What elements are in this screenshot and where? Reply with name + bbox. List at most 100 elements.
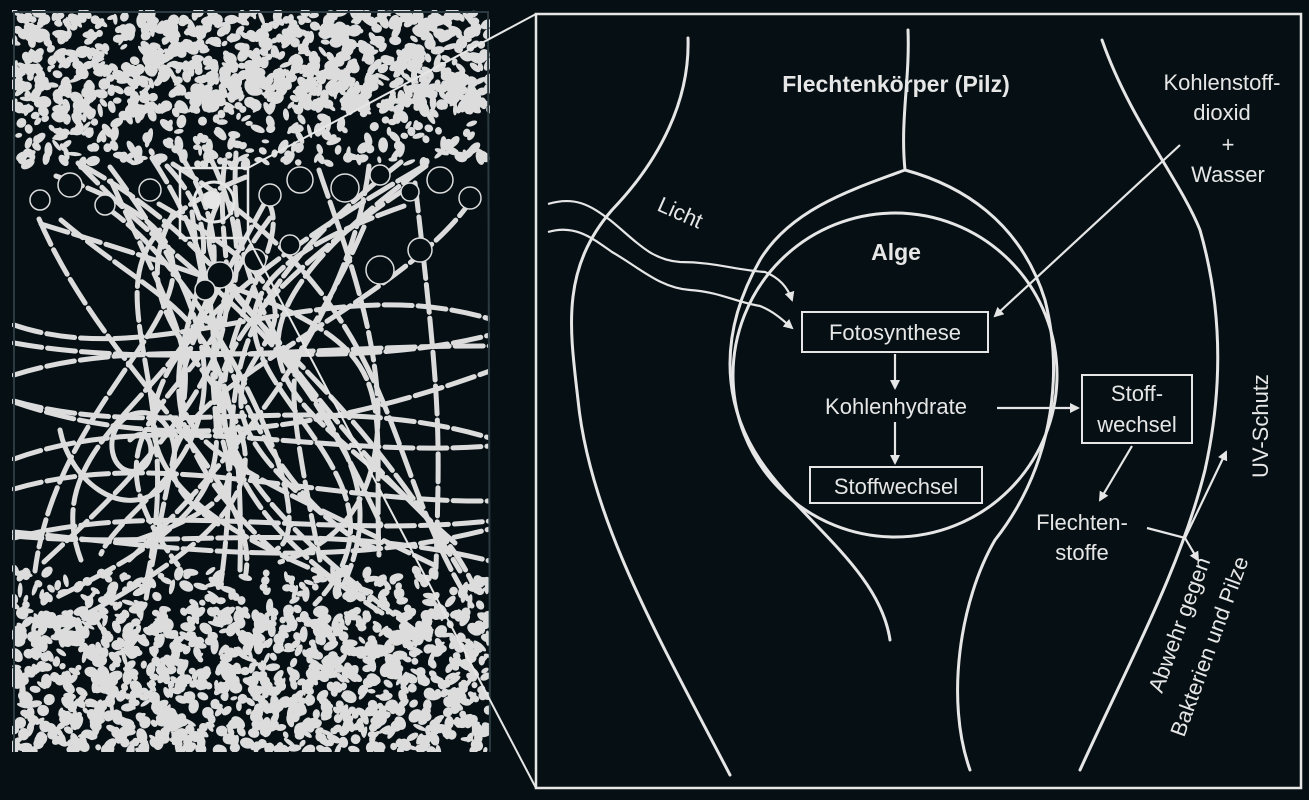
cortex-cell — [408, 709, 423, 723]
cortex-cell — [303, 619, 317, 627]
cortex-cell — [282, 584, 292, 592]
cortex-cell — [41, 673, 52, 689]
cortex-cell — [362, 677, 375, 688]
cortex-cell — [297, 76, 308, 88]
cortex-cell — [195, 743, 207, 752]
cortex-cell — [21, 616, 34, 628]
cortex-cell — [318, 733, 327, 745]
hypha-strand — [12, 432, 490, 462]
cortex-cell — [70, 14, 80, 27]
cortex-cell — [14, 717, 27, 729]
cortex-cell — [45, 650, 54, 662]
cortex-cell — [396, 746, 404, 752]
cortex-cell — [270, 37, 279, 44]
cortex-cell — [445, 83, 451, 92]
cortex-cell — [340, 93, 351, 109]
cortex-cell — [454, 611, 463, 622]
cortex-cell — [111, 639, 124, 651]
cortex-cell — [469, 26, 474, 38]
cortex-cell — [121, 599, 135, 606]
cortex-cell — [124, 110, 133, 125]
cortex-cell — [128, 108, 137, 118]
cortex-cell — [94, 89, 105, 95]
cortex-cell — [80, 45, 89, 55]
cortex-cell — [60, 625, 74, 633]
cortex-cell — [192, 135, 201, 145]
cortex-cell — [313, 154, 319, 163]
cortex-cell — [325, 630, 337, 644]
cortex-cell — [283, 610, 294, 622]
cortex-cell — [286, 704, 294, 720]
cortex-cell — [467, 622, 483, 636]
cortex-cell — [265, 663, 281, 672]
cortex-cell — [341, 694, 349, 700]
photosynthesis-label: Fotosynthese — [829, 320, 961, 345]
cortex-cell — [171, 739, 180, 746]
cortex-cell — [119, 574, 131, 581]
cortex-cell — [429, 719, 441, 732]
cortex-cell — [473, 640, 487, 652]
cortex-cell — [471, 682, 478, 689]
cortex-cell — [30, 111, 40, 120]
co2-label-line2: dioxid — [1193, 100, 1250, 125]
cortex-cell — [199, 134, 209, 144]
cortex-cell — [162, 138, 174, 149]
cortex-cell — [441, 16, 453, 27]
cortex-cell — [222, 689, 229, 700]
cortex-cell — [414, 572, 428, 584]
light-rays — [547, 199, 795, 330]
cortex-cell — [225, 151, 233, 159]
cortex-cell — [304, 49, 311, 57]
cortex-cell — [55, 12, 65, 20]
cortex-cell — [465, 646, 473, 654]
alga-cell — [458, 186, 482, 210]
cortex-cell — [71, 701, 78, 707]
cortex-cell — [196, 652, 204, 660]
cortex-cell — [81, 121, 91, 132]
cortex-cell — [483, 746, 488, 752]
cortex-cell — [376, 747, 385, 752]
cortex-cell — [24, 20, 32, 33]
cortex-cell — [183, 570, 192, 580]
cortex-cell — [248, 728, 260, 738]
cortex-cell — [167, 20, 179, 37]
cortex-cell — [474, 77, 486, 85]
cortex-cell — [483, 83, 490, 94]
alga-cell — [206, 261, 234, 289]
cortex-cell — [424, 53, 432, 63]
cortex-cell — [130, 78, 140, 88]
cortex-cell — [418, 718, 428, 725]
cortex-cell — [376, 702, 384, 710]
cortex-cell — [326, 51, 335, 62]
cortex-cell — [357, 142, 370, 154]
cortex-cell — [159, 656, 173, 665]
cortex-cell — [122, 622, 135, 635]
cortex-cell — [155, 729, 162, 739]
cortex-cell — [19, 96, 33, 102]
alga-cell — [194, 279, 216, 301]
hypha-strand — [108, 178, 188, 608]
cortex-cell — [434, 148, 449, 156]
cortex-cell — [27, 36, 36, 48]
cortex-cell — [367, 699, 378, 710]
cortex-cell — [357, 684, 366, 696]
cortex-cell — [325, 83, 336, 94]
cortex-cell — [100, 626, 108, 638]
cortex-cell — [112, 97, 122, 104]
cortex-cell — [139, 740, 150, 752]
cortex-cell — [389, 574, 397, 585]
cortex-cell — [359, 710, 369, 725]
cortex-cell — [185, 724, 195, 735]
cortex-cell — [304, 649, 317, 659]
cortex-cell — [470, 739, 484, 752]
cortex-cell — [109, 675, 119, 686]
arrow-to-uv-protection — [1146, 450, 1228, 540]
cortex-cell — [149, 734, 161, 745]
cortex-cell — [280, 155, 289, 163]
cortex-cell — [103, 143, 112, 153]
cortex-cell — [289, 742, 297, 750]
cortex-cell — [348, 745, 360, 752]
cortex-cell — [264, 742, 275, 752]
cortex-cell — [250, 124, 265, 134]
algae-cells — [29, 164, 482, 301]
